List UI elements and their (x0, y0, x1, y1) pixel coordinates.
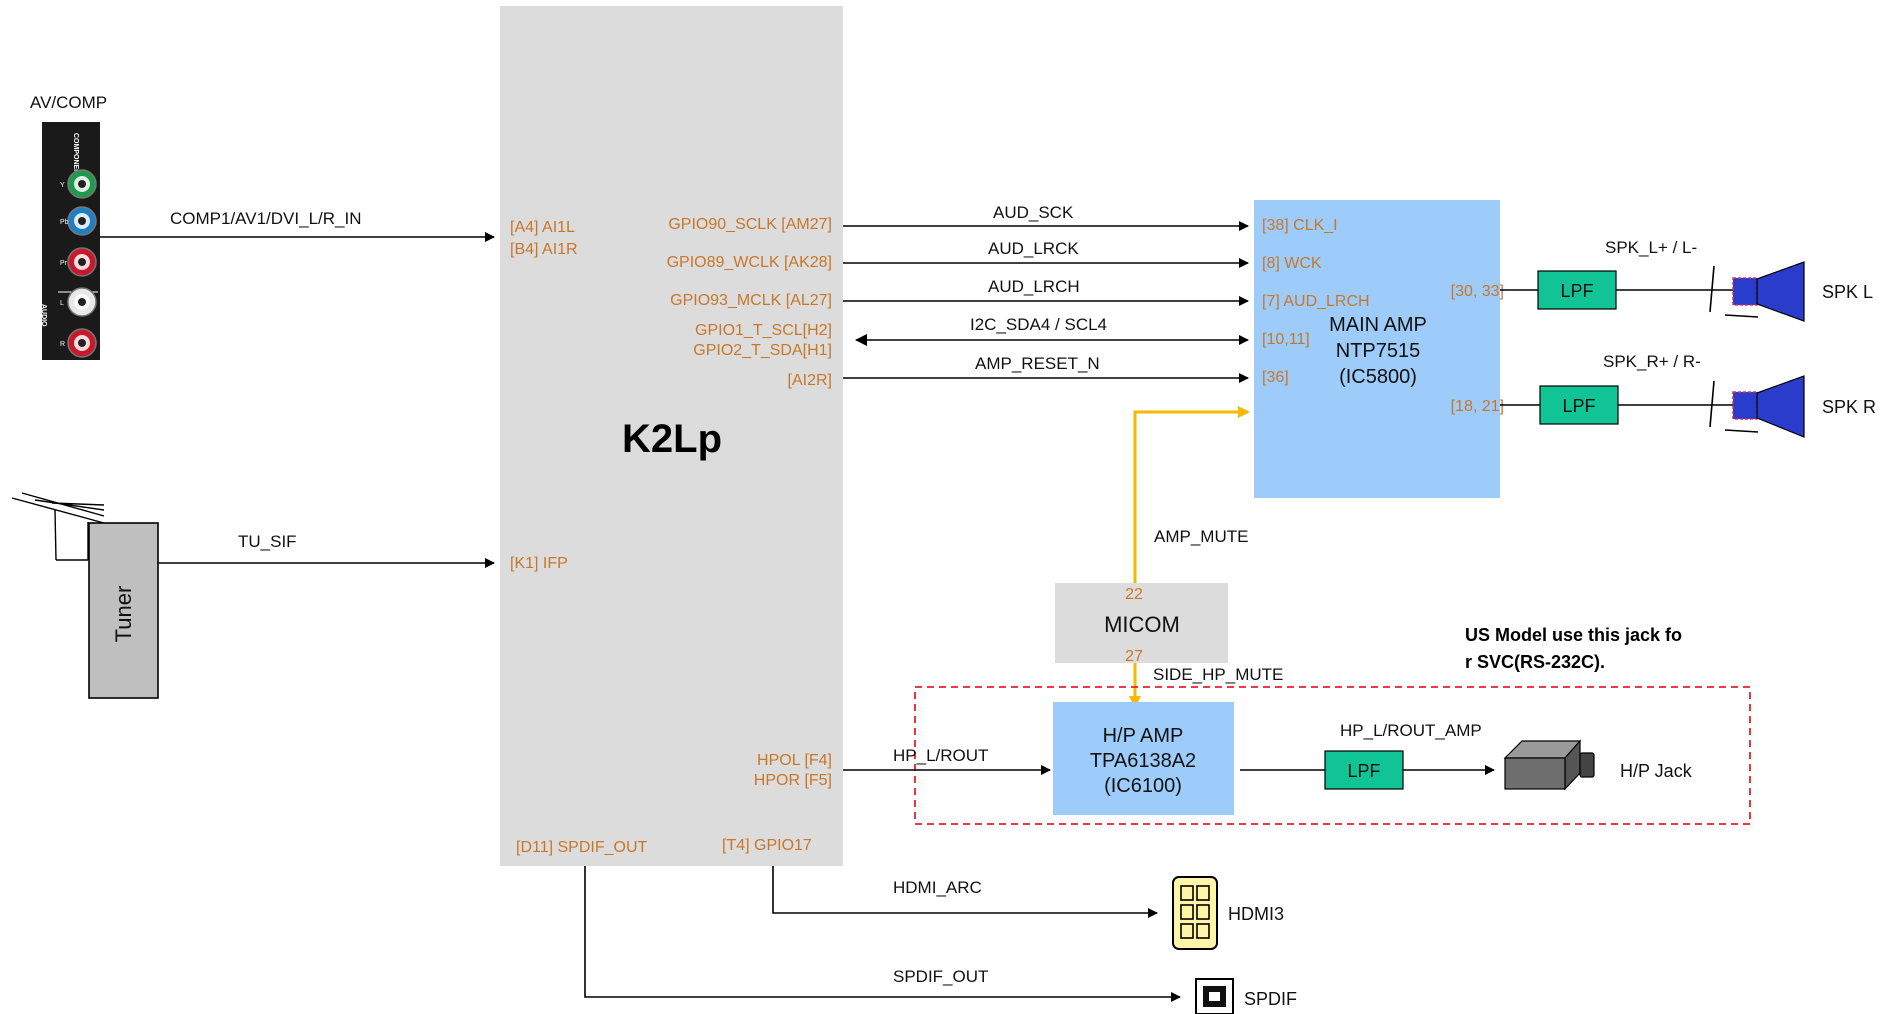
comp-in-signal: COMP1/AV1/DVI_L/R_IN (170, 209, 361, 228)
pin-ifp: [K1] IFP (510, 555, 568, 572)
lpf-hp-box (1324, 750, 1404, 790)
micom-label: MICOM (1104, 612, 1180, 637)
spk-l-signal: SPK_L+ / L- (1605, 238, 1697, 257)
av-comp-video-label: VIDEO (30, 209, 37, 231)
hp-lrout-amp-signal: HP_L/ROUT_AMP (1340, 721, 1482, 740)
tuner-block: Tuner (11, 492, 159, 699)
hp-amp-line1: H/P AMP (1103, 725, 1184, 747)
main-amp-line1: MAIN AMP (1329, 314, 1427, 336)
av-jack-label: L (60, 300, 64, 307)
lpf-r-label: LPF (1562, 396, 1595, 416)
pin-hpor: HPOR [F5] (754, 772, 832, 789)
hp-amp-line2: TPA6138A2 (1090, 750, 1196, 772)
av-comp-title: AV/COMP (30, 93, 107, 112)
av-comp-header: COMPONENT IN (72, 133, 79, 187)
i2c-signal: I2C_SDA4 / SCL4 (970, 315, 1107, 334)
main-amp-line3: (IC5800) (1339, 366, 1417, 388)
speaker-l-icon (1709, 261, 1805, 322)
spdif-out-wire (584, 866, 1181, 1002)
amp-pin-wck: [8] WCK (1262, 255, 1322, 272)
spdif-label: SPDIF (1244, 989, 1297, 1009)
amp-pin-out-l: [30, 33] (1451, 283, 1504, 300)
us-model-note-line2: r SVC(RS-232C). (1465, 652, 1605, 672)
av-jack-label: Pb (60, 219, 69, 226)
hp-amp-line3: (IC6100) (1104, 775, 1182, 797)
tuner-label: Tuner (111, 586, 136, 643)
pin-mclk: GPIO93_MCLK [AL27] (670, 292, 832, 309)
micom-pin-22: 22 (1125, 586, 1143, 603)
side-hp-mute-signal: SIDE_HP_MUTE (1153, 665, 1283, 684)
av-jack-pr: Pr (60, 247, 97, 277)
spdif-connector-icon (1195, 978, 1234, 1014)
hp-jack-icon (1503, 739, 1595, 791)
hp-amp-block (1053, 702, 1234, 815)
pin-sda: GPIO2_T_SDA[H1] (693, 342, 832, 359)
lpf-l-box (1537, 270, 1617, 310)
amp-reset-signal: AMP_RESET_N (975, 354, 1100, 373)
pin-ai2r: [AI2R] (788, 372, 832, 389)
av-jack-pb: Pb (60, 206, 97, 236)
av-jack-l: L (60, 287, 97, 317)
amp-pin-reset: [36] (1262, 369, 1289, 386)
av-jack-label: R (60, 341, 65, 348)
hp-lrout-signal: HP_L/ROUT (893, 746, 988, 765)
amp-pin-lrch: [7] AUD_LRCH (1262, 293, 1370, 310)
spk-r-label: SPK R (1822, 397, 1876, 417)
pin-gpio17: [T4] GPIO17 (722, 837, 812, 854)
av-comp-audio-label: AUDIO (40, 304, 47, 327)
micom-block (1055, 583, 1228, 663)
k2lp-soc-block (500, 6, 843, 866)
hdmi3-label: HDMI3 (1228, 904, 1284, 924)
pin-wclk: GPIO89_WCLK [AK28] (667, 254, 832, 271)
pin-ai1r: [B4] AI1R (510, 241, 578, 258)
hdmi-connector-icon (1172, 876, 1218, 950)
av-jack-label: Pr (60, 260, 68, 267)
av-jack-r: R (60, 328, 97, 358)
pin-spdif-out: [D11] SPDIF_OUT (516, 839, 648, 856)
lpf-l-label: LPF (1560, 281, 1593, 301)
pin-sclk: GPIO90_SCLK [AM27] (668, 216, 832, 233)
hdmi-arc-signal: HDMI_ARC (893, 878, 982, 897)
amp-mute-signal: AMP_MUTE (1154, 527, 1248, 546)
av-comp-panel (42, 122, 100, 360)
pin-hpol: HPOL [F4] (757, 752, 832, 769)
hp-jack-label: H/P Jack (1620, 761, 1693, 781)
lpf-hp-label: LPF (1347, 761, 1380, 781)
k2lp-title: K2Lp (622, 417, 722, 461)
micom-pin-27: 27 (1125, 648, 1143, 665)
spdif-out-signal: SPDIF_OUT (893, 967, 988, 986)
av-jack-y: Y (60, 169, 97, 199)
lpf-r-box (1539, 385, 1619, 425)
pin-ai1l: [A4] AI1L (510, 219, 575, 236)
aud-lrck-signal: AUD_LRCK (988, 239, 1079, 258)
hdmi-arc-wire (772, 866, 1158, 918)
amp-pin-i2c: [10,11] (1262, 331, 1310, 348)
tuner-box (88, 522, 159, 699)
spk-r-signal: SPK_R+ / R- (1603, 352, 1701, 371)
pin-scl: GPIO1_T_SCL[H2] (695, 322, 832, 339)
us-model-dashed-region (914, 686, 1751, 825)
tu-sif-signal: TU_SIF (238, 532, 297, 551)
spk-l-label: SPK L (1822, 282, 1873, 302)
main-amp-block (1254, 200, 1500, 498)
antenna-icon (11, 492, 105, 561)
amp-pin-out-r: [18, 21] (1451, 398, 1504, 415)
speaker-r-icon (1709, 375, 1805, 438)
amp-pin-clk: [38] CLK_I (1262, 217, 1338, 234)
main-amp-line2: NTP7515 (1336, 340, 1421, 362)
us-model-note-line1: US Model use this jack fo (1465, 625, 1682, 645)
amp-mute-wire (1133, 406, 1250, 583)
av-jack-label: Y (60, 182, 65, 189)
aud-lrch-signal: AUD_LRCH (988, 277, 1080, 296)
aud-sck-signal: AUD_SCK (993, 203, 1074, 222)
